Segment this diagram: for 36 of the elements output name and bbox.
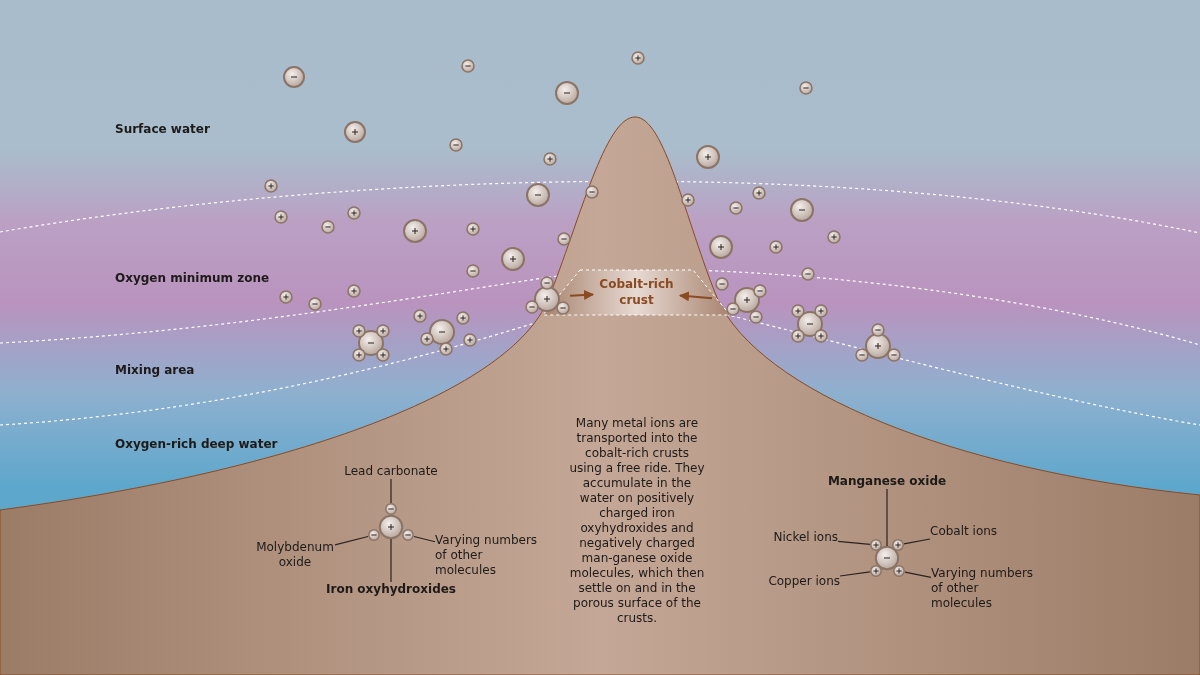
leader-line [886, 488, 888, 547]
leader-line [334, 535, 369, 546]
part-heading: Manganese oxide [827, 474, 947, 489]
ion-cluster-icon [526, 277, 570, 317]
part-label: Varying numbers of other molecules [435, 533, 545, 578]
description-paragraph: Many metal ions are transported into the cobalt-rich crusts using a free ride. They accumulate in the water on positively charged iron oxyhydroxides and negatively charged man-ganese oxide molecules, which then settle on and in the porous surface of the crusts. [568, 416, 706, 626]
leader-line [839, 571, 871, 577]
part-label: Molybdenum oxide [255, 540, 335, 570]
leader-line [904, 571, 932, 579]
negative-ion-icon [368, 529, 380, 541]
positive-ion-icon [870, 539, 882, 551]
ion-cluster-icon [712, 278, 768, 323]
leader-line [837, 540, 871, 545]
negative-ion-icon [402, 529, 414, 541]
positive-ion-icon [892, 539, 904, 551]
leader-line [390, 478, 392, 504]
zone-label: Oxygen minimum zone [115, 271, 270, 286]
part-label: Nickel ions [760, 530, 838, 545]
leader-line [390, 538, 392, 583]
positive-ion-icon [893, 565, 905, 577]
part-label: Varying numbers of other molecules [931, 566, 1041, 611]
negative-ion-icon [385, 503, 397, 515]
positive-ion-icon [379, 515, 403, 539]
positive-ion-icon [870, 565, 882, 577]
part-heading: Iron oxyhydroxides [321, 582, 461, 597]
arrow [569, 289, 594, 300]
part-label: Cobalt ions [930, 524, 1010, 539]
leader-line [413, 535, 436, 543]
zone-label: Surface water [115, 122, 210, 137]
leader-line [903, 538, 931, 545]
negative-ion-icon [875, 546, 899, 570]
part-label: Copper ions [760, 574, 840, 589]
zone-label: Mixing area [115, 363, 195, 378]
zone-label: Oxygen-rich deep water [115, 437, 278, 452]
arrow [679, 291, 713, 302]
part-label: Lead carbonate [331, 464, 451, 479]
